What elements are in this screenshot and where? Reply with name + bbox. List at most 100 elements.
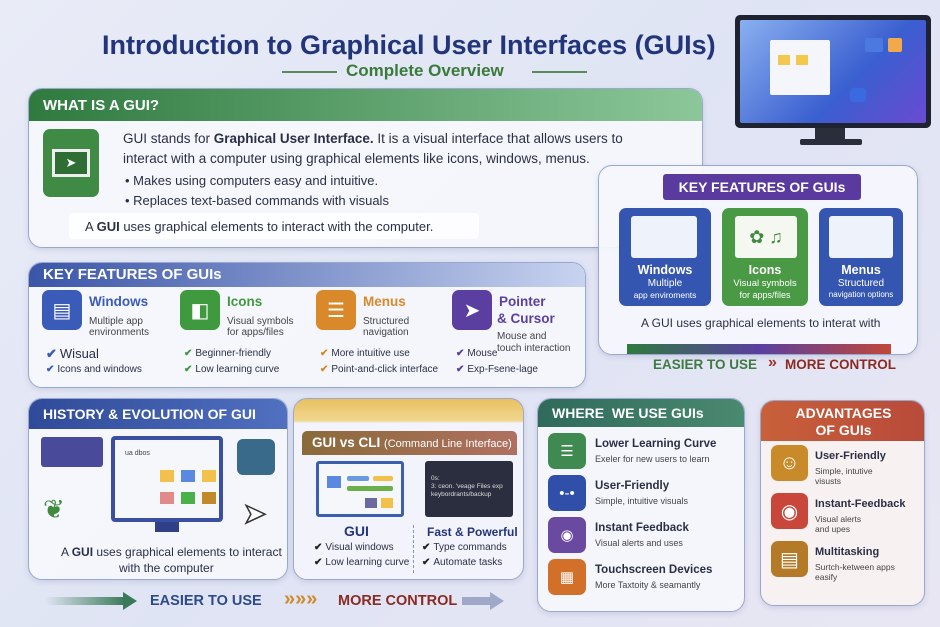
kf-title: Menus [363,294,406,309]
advantage-icon: ☺ [771,445,808,481]
monitor-base [800,139,862,145]
kf-card-icons-l2: for apps/files [739,290,791,300]
subtitle: Complete Overview [346,61,504,80]
where-item-desc: Visual alerts and uses [595,538,683,548]
what-desc-line1: GUI stands for Graphical User Interface.… [123,131,623,146]
monitor-stand [815,128,845,140]
kf-right-gradient-bar [627,344,891,354]
advantage-icon: ▤ [771,541,808,577]
advantages-header-1: ADVANTAGES [795,405,892,421]
bottom-chevrons: »»» [284,588,318,610]
cursor-icon: ➤ [242,497,267,530]
kf-card-windows-title: Windows [637,263,693,277]
where-item-title: Instant Feedback [595,522,689,534]
where-item-desc: Simple, intuitive visuals [595,496,689,506]
advantage-desc-1: Surtch-ketween apps [815,562,895,572]
where-item-desc: More Taxtoity & seamantly [595,580,701,590]
where-item-title: Lower Learning Curve [595,438,717,450]
gui-vs-cli-header: GUI vs CLI (Command Line Interface) [312,435,512,450]
old-window-illustration [41,437,103,467]
cli-title: Fast & Powerful [427,525,518,539]
advantage-desc-2: and upes [815,524,850,534]
advantage-title: Instant-Feedback [815,498,906,510]
where-item-icon: ☰ [548,433,586,469]
kf-title: Icons [227,294,263,309]
kf-desc-1: Mouse and [497,331,547,342]
kf-card-icons-title: Icons [748,263,782,277]
subtitle-line-left [282,71,337,73]
menus-thumb-icon [829,216,893,258]
main-monitor-illustration: ua dbos [111,436,223,522]
kf-desc-2: touch interaction [497,343,571,354]
app-tile-icon [237,439,275,475]
key-features-left-panel: KEY FEATURES OF GUIs [28,262,586,388]
kf-title: Pointer [499,294,546,309]
cli-check-2: ✔Automate tasks [422,557,503,568]
what-note [69,213,479,239]
kf-check-1: ✔Wisual [46,346,99,361]
plant-illustration: ❦ [43,494,65,524]
advantage-title: Multitasking [815,546,880,558]
monitor-stand [155,522,179,532]
kf-left-header: KEY FEATURES OF GUIs [29,263,585,287]
kf-right-caption: A GUI uses graphical elements to interat… [641,316,881,330]
kf-card-menus-title: Menus [841,263,881,277]
kf-card-icons-l1: Visual symbols [733,278,797,289]
kf-desc-1: Multiple app [89,316,143,327]
kf-card-menus-l2: navigation options [828,290,894,299]
kf-check-1: ✔More intuitive use [320,348,410,359]
advantages-panel: ADVANTAGES OF GUIs [760,400,925,606]
bottom-arrow-left [45,597,125,605]
bottom-arrow-right [462,597,492,605]
page-title: Introduction to Graphical User Interface… [102,30,716,60]
advantages-header-2: OF GUIs [815,422,872,438]
kf-desc-2: environments [89,327,150,338]
icons-thumb-icon: ✿ ♫ [735,216,797,258]
kf-check-1: ✔Mouse [456,348,498,359]
where-item-icon: •-• [548,475,586,511]
kf-right-easier: EASIER TO USE [653,357,758,372]
kf-desc-2: for apps/files [227,327,284,338]
cli-line: 3: ceon. 'veage Files exp [431,483,503,490]
advantage-desc-2: easify [815,572,838,582]
monitor-cursor-icon: ➤ [43,129,99,197]
kf-desc-2: navigation [363,327,409,338]
kf-title: Windows [89,294,149,309]
kf-right-header: KEY FEATURES OF GUIs [663,174,861,200]
advantage-desc-1: Simple, intutive [815,466,873,476]
advantage-title: User-Friendly [815,450,886,462]
gui-check-1: ✔Visual windows [314,542,394,553]
kf-check-2: ✔Point-and-click interface [320,364,439,375]
where-item-desc: Exeler for new users to learn [595,454,710,464]
kf-right-arrow: » [768,354,777,371]
what-desc-line2: interact with a computer using graphical… [123,151,590,166]
what-is-gui-panel: WHAT IS A GUI? ➤ GUI stands for Graphica… [28,88,703,248]
icons-feature-icon: ◧ [180,290,220,330]
kf-title-2: & Cursor [497,311,555,326]
advantages-header-bg [761,401,924,441]
gui-title: GUI [344,523,369,539]
bottom-more: MORE CONTROL [338,593,458,609]
what-is-gui-header: WHAT IS A GUI? [29,89,702,121]
kf-check-1: ✔Beginner-friendly [184,348,271,359]
cli-line: 0s: [431,475,440,482]
bottom-arrow-left-head [123,592,137,610]
history-window-title: ua dbos [125,450,150,457]
monitor-illustration [735,15,931,128]
kf-right-more: MORE CONTROL [785,357,896,372]
advantage-desc-2: visusts [815,476,841,486]
history-panel: HISTORY & EVOLUTION OF GUI ❦ ua dbos ➤ A… [28,398,288,580]
gui-vs-cli-header-bar [302,431,517,455]
where-item-icon: ◉ [548,517,586,553]
cli-line: keybordrants/backup [431,491,492,498]
kf-card-menus-l1: Structured [837,278,885,289]
advantage-icon: ◉ [771,493,808,529]
where-item-title: Touchscreen Devices [595,564,713,576]
divider [413,525,414,573]
history-caption-1: A GUI uses graphical elements to interac… [61,545,282,559]
cli-check-1: ✔Type commands [422,542,507,553]
cli-terminal-illustration: 0s: 3: ceon. 'veage Files exp keybordran… [425,461,513,517]
kf-check-2: ✔Icons and windows [46,364,142,375]
windows-feature-icon: ▤ [42,290,82,330]
windows-thumb-icon [631,216,697,258]
